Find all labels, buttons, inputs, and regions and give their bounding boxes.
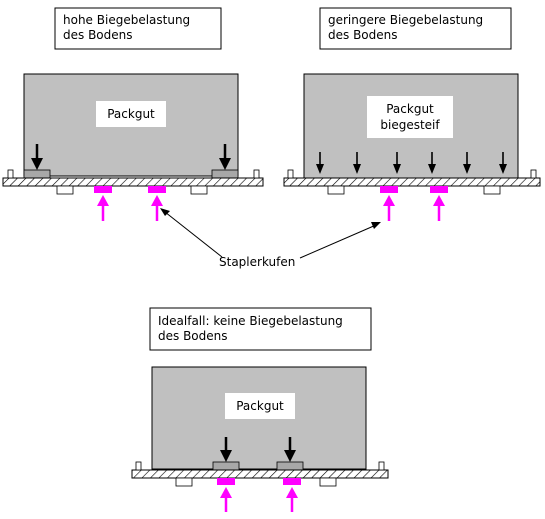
load-arrow-bottom-1 bbox=[220, 437, 232, 462]
load-arrow-right-1 bbox=[316, 152, 324, 174]
callout-arrowhead-left bbox=[160, 208, 170, 216]
caption-box-left bbox=[54, 7, 222, 50]
caption-box-right bbox=[319, 7, 512, 50]
forklift-tine-right-2 bbox=[430, 186, 448, 193]
caption-bottom-line2: des Bodens bbox=[158, 329, 228, 343]
scenario-right: geringere Biegebelastung des Bodens Pack… bbox=[283, 7, 541, 221]
packgut-label-bg-right bbox=[367, 96, 453, 138]
lift-arrow-bottom-2 bbox=[286, 487, 298, 512]
staplerkufen-callout: Staplerkufen bbox=[160, 208, 381, 269]
packgut-label-left: Packgut bbox=[107, 107, 155, 121]
caption-box-bottom bbox=[149, 307, 372, 351]
forklift-tine-right-1 bbox=[380, 186, 398, 193]
runner-right-1 bbox=[327, 185, 345, 195]
caption-bottom-line1: Idealfall: keine Biegebelastung bbox=[158, 314, 343, 328]
load-arrow-left-2 bbox=[219, 144, 231, 170]
forklift-tine-bottom-1 bbox=[217, 478, 235, 485]
lift-arrow-left-1 bbox=[97, 195, 109, 221]
caption-right-line2: des Bodens bbox=[328, 28, 398, 42]
load-arrow-bottom-2 bbox=[284, 437, 296, 462]
callout-line-left bbox=[164, 211, 223, 258]
runner-bottom-2 bbox=[319, 477, 337, 487]
support-pad-left-1 bbox=[23, 169, 51, 179]
load-arrow-right-6 bbox=[499, 152, 507, 174]
load-arrow-left-1 bbox=[31, 144, 43, 170]
caption-left-line1: hohe Biegebelastung bbox=[63, 13, 190, 27]
load-arrow-right-3 bbox=[393, 152, 401, 174]
scenario-left: hohe Biegebelastung des Bodens Packgut bbox=[2, 7, 264, 221]
post-bottom-1 bbox=[135, 461, 142, 471]
packgut-label-bg-left bbox=[96, 101, 166, 127]
packgut-label-bg-bottom bbox=[225, 393, 295, 419]
post-right-1 bbox=[287, 169, 294, 179]
lift-arrow-right-2 bbox=[433, 195, 445, 221]
post-bottom-2 bbox=[378, 461, 385, 471]
runner-left-1 bbox=[56, 185, 74, 195]
post-right-2 bbox=[530, 169, 537, 179]
pallet-floor-left bbox=[2, 177, 264, 187]
post-left-1 bbox=[7, 169, 14, 179]
packgut-label-right-line2: biegesteif bbox=[380, 118, 440, 132]
packgut-label-bottom: Packgut bbox=[236, 399, 284, 413]
packgut-label-right-line1: Packgut bbox=[386, 102, 434, 116]
lift-arrow-left-2 bbox=[151, 195, 163, 221]
load-arrow-right-2 bbox=[353, 152, 361, 174]
pallet-floor-bottom bbox=[131, 469, 389, 479]
callout-arrowhead-right bbox=[371, 222, 381, 229]
support-pad-bottom-2 bbox=[276, 461, 304, 471]
support-pad-bottom-1 bbox=[212, 461, 240, 471]
support-pad-left-2 bbox=[211, 169, 239, 179]
caption-right-line1: geringere Biegebelastung bbox=[328, 13, 483, 27]
post-left-2 bbox=[253, 169, 260, 179]
load-arrow-right-5 bbox=[463, 152, 471, 174]
lift-arrow-bottom-1 bbox=[220, 487, 232, 512]
staplerkufen-label: Staplerkufen bbox=[219, 255, 295, 269]
callout-line-right bbox=[299, 224, 377, 259]
caption-left-line2: des Bodens bbox=[63, 28, 133, 42]
forklift-tine-left-2 bbox=[148, 186, 166, 193]
load-arrow-right-4 bbox=[428, 152, 436, 174]
runner-left-2 bbox=[190, 185, 208, 195]
scenario-bottom: Idealfall: keine Biegebelastung des Bode… bbox=[131, 307, 389, 512]
pallet-floor-right bbox=[283, 177, 541, 187]
forklift-tine-left-1 bbox=[94, 186, 112, 193]
runner-bottom-1 bbox=[175, 477, 193, 487]
runner-right-2 bbox=[483, 185, 501, 195]
lift-arrow-right-1 bbox=[383, 195, 395, 221]
forklift-tine-bottom-2 bbox=[283, 478, 301, 485]
